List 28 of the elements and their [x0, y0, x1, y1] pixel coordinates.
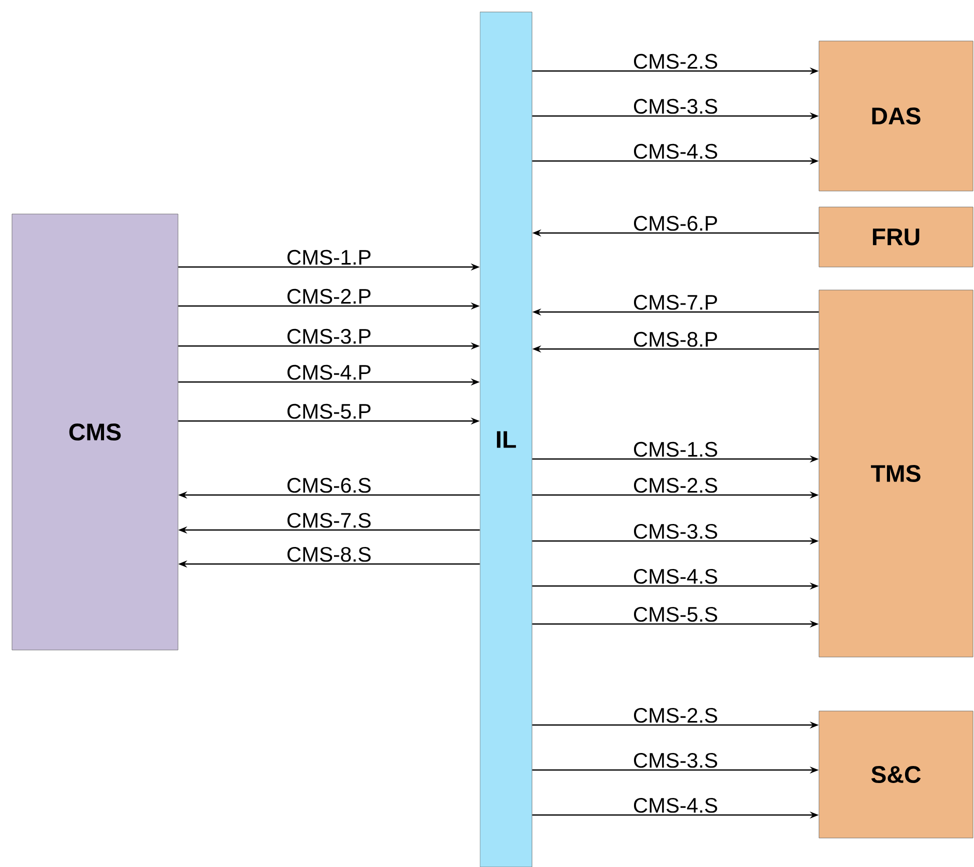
edge-label: CMS-2.S [634, 708, 718, 723]
edge-label: CMS-8.P [634, 332, 717, 347]
edge-label: CMS-2.S [634, 54, 718, 69]
edge-label: CMS-7.S [287, 512, 371, 528]
system-box: S&C [818, 710, 974, 838]
edge-label: CMS-6.P [634, 216, 717, 231]
bus-bar: IL [480, 12, 532, 867]
edge-label: CMS-2.P [287, 288, 370, 304]
edge-label: CMS-8.S [287, 546, 371, 562]
edge-label: CMS-3.S [634, 752, 718, 768]
edge-label: CMS-3.S [634, 98, 718, 114]
edge-label: CMS-3.S [634, 524, 718, 539]
edge-label: CMS-1.P [287, 250, 370, 265]
edge-label: CMS-4.S [634, 144, 718, 159]
edge-label: CMS-4.S [634, 798, 718, 813]
edge-label: CMS-4.P [287, 364, 370, 380]
edge-label: CMS-5.P [287, 404, 370, 419]
edge-label: CMS-2.S [634, 478, 718, 493]
system-box: FRU [818, 206, 974, 268]
edge-label: CMS-3.P [287, 328, 370, 344]
edge-label: CMS-5.S [634, 606, 718, 622]
edge-label: CMS-6.S [287, 478, 371, 493]
system-box: CMS [12, 214, 178, 650]
edge-label: CMS-4.S [634, 568, 718, 584]
edge-label: CMS-7.P [634, 294, 717, 310]
system-box: TMS [818, 290, 974, 658]
system-box: DAS [818, 40, 974, 192]
edge-label: CMS-1.S [634, 442, 718, 457]
